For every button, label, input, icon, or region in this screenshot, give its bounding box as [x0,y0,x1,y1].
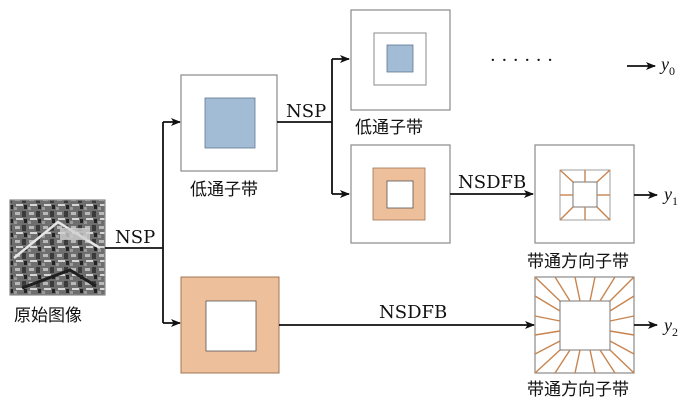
output-y1-label: y1 [662,184,678,208]
output-y0-label: y0 [659,54,675,78]
directional-subband-large-inner [559,300,611,351]
lowpass-subband-1-core [204,97,256,149]
lowpass-subband-2-core [386,44,414,73]
bandpass-large-frame [180,276,280,374]
nsp-label-1: NSP [115,227,155,248]
bandpass-large-hole [205,300,257,352]
bandpass-label-1: 带通方向子带 [527,252,629,272]
nsdfb-label-2: NSDFB [379,302,447,323]
lowpass-label-1: 低通子带 [190,180,258,200]
nsp-label-2: NSP [286,101,326,122]
ellipsis-dots: · · · · · · [490,50,553,71]
directional-subband-small-inner [572,181,598,208]
bandpass-small-hole [386,180,414,209]
bandpass-label-2: 带通方向子带 [527,380,629,400]
source-image [9,199,106,296]
nsdfb-label-1: NSDFB [458,172,526,193]
directional-lines-large [534,276,635,374]
output-y2-label: y2 [662,315,678,339]
directional-lines-small [559,169,611,221]
lowpass-label-2: 低通子带 [355,118,423,138]
source-image-label: 原始图像 [14,306,82,326]
